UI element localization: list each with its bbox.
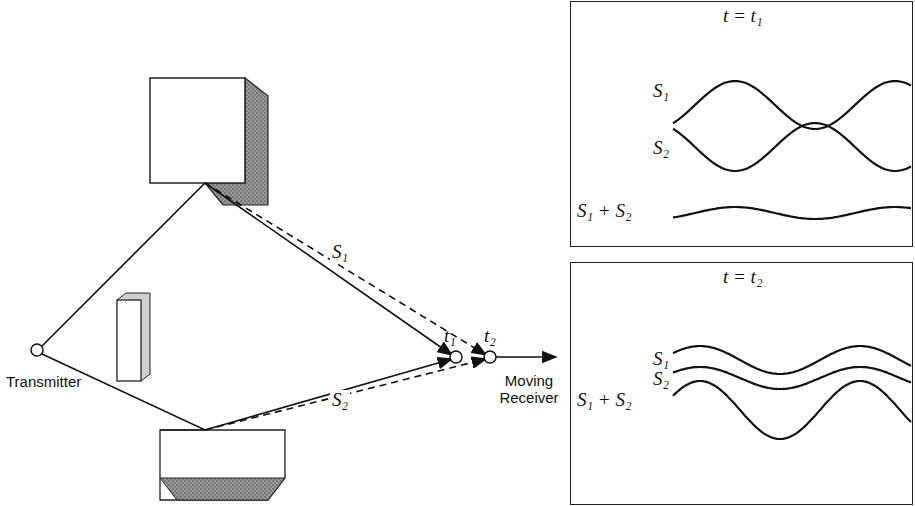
- building-bottom: [160, 430, 285, 500]
- sum-name: S₁ + S₂: [577, 390, 632, 411]
- time-heading: t = t₁: [723, 6, 762, 27]
- signal-name: S₁: [653, 349, 669, 370]
- waveforms: [673, 81, 911, 439]
- waveform: [673, 81, 911, 129]
- signal-name: S₁: [330, 242, 350, 263]
- time-label: t₂: [484, 326, 496, 347]
- transmitter-label: Transmitter: [6, 374, 81, 391]
- waveform-panel: t = t₁ S₁ S₂ S₁ + S₂: [570, 1, 913, 247]
- waveform: [673, 381, 911, 439]
- waveform: [673, 207, 911, 219]
- receiver-position: [450, 351, 462, 363]
- signal-name: S₂: [653, 138, 669, 159]
- receiver-position: [484, 351, 496, 363]
- time-heading: t = t₂: [723, 267, 762, 288]
- waveform: [673, 123, 911, 171]
- sum-name: S₁ + S₂: [577, 201, 632, 222]
- building-small: [117, 293, 150, 381]
- signal-name: S₂: [653, 369, 669, 390]
- time-label: t₁: [444, 326, 456, 347]
- receiver-label: Moving Receiver: [494, 372, 564, 407]
- waveform-panel: t = t₂ S₁S₂ S₁ + S₂: [570, 262, 913, 505]
- signal-name: S₂: [330, 390, 350, 411]
- signal-name: S₁: [653, 81, 669, 102]
- transmitter-antenna: [31, 344, 43, 356]
- signal-paths: [42, 183, 556, 430]
